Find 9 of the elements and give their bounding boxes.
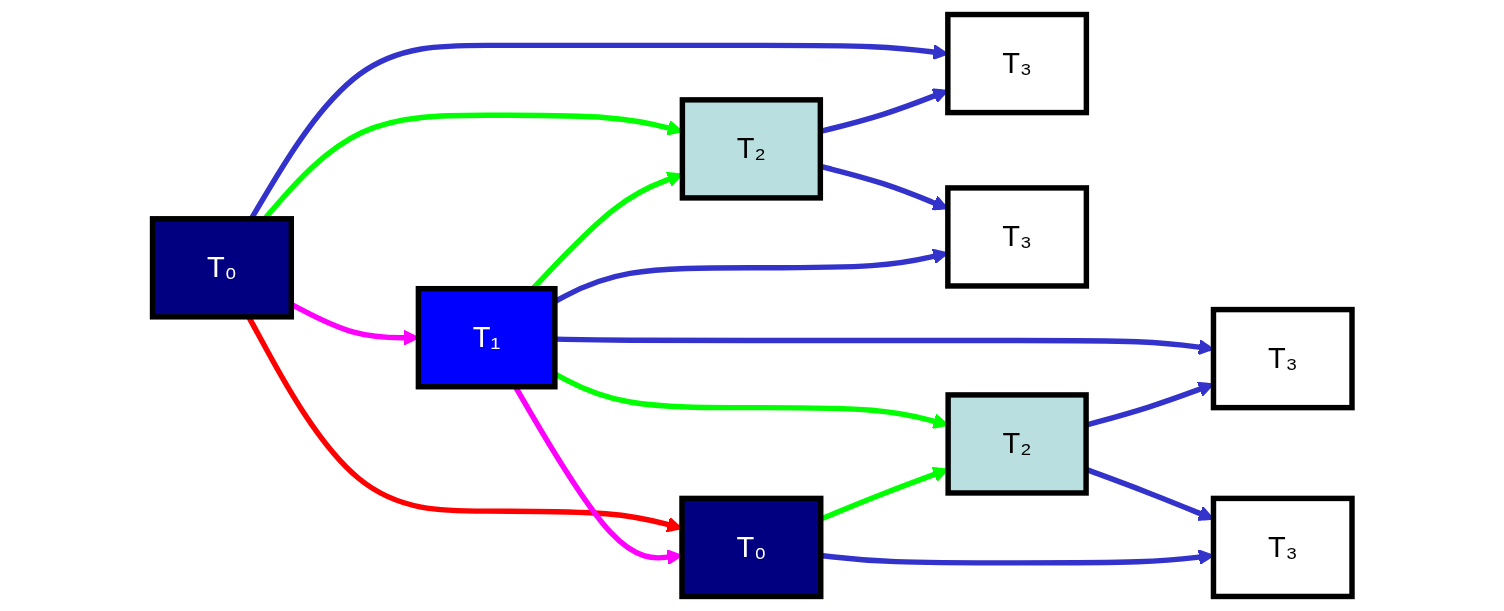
node-box: T₃ — [1210, 495, 1355, 600]
node-box: T₃ — [944, 185, 1089, 289]
node-box: T₁ — [415, 285, 558, 390]
node-box: T₃ — [944, 11, 1089, 116]
node-box: T₂ — [945, 392, 1089, 496]
node-box: T₂ — [679, 97, 823, 201]
node-box: T₀ — [149, 216, 294, 320]
node-box: T₃ — [1210, 306, 1355, 411]
node-box: T₀ — [678, 495, 824, 600]
